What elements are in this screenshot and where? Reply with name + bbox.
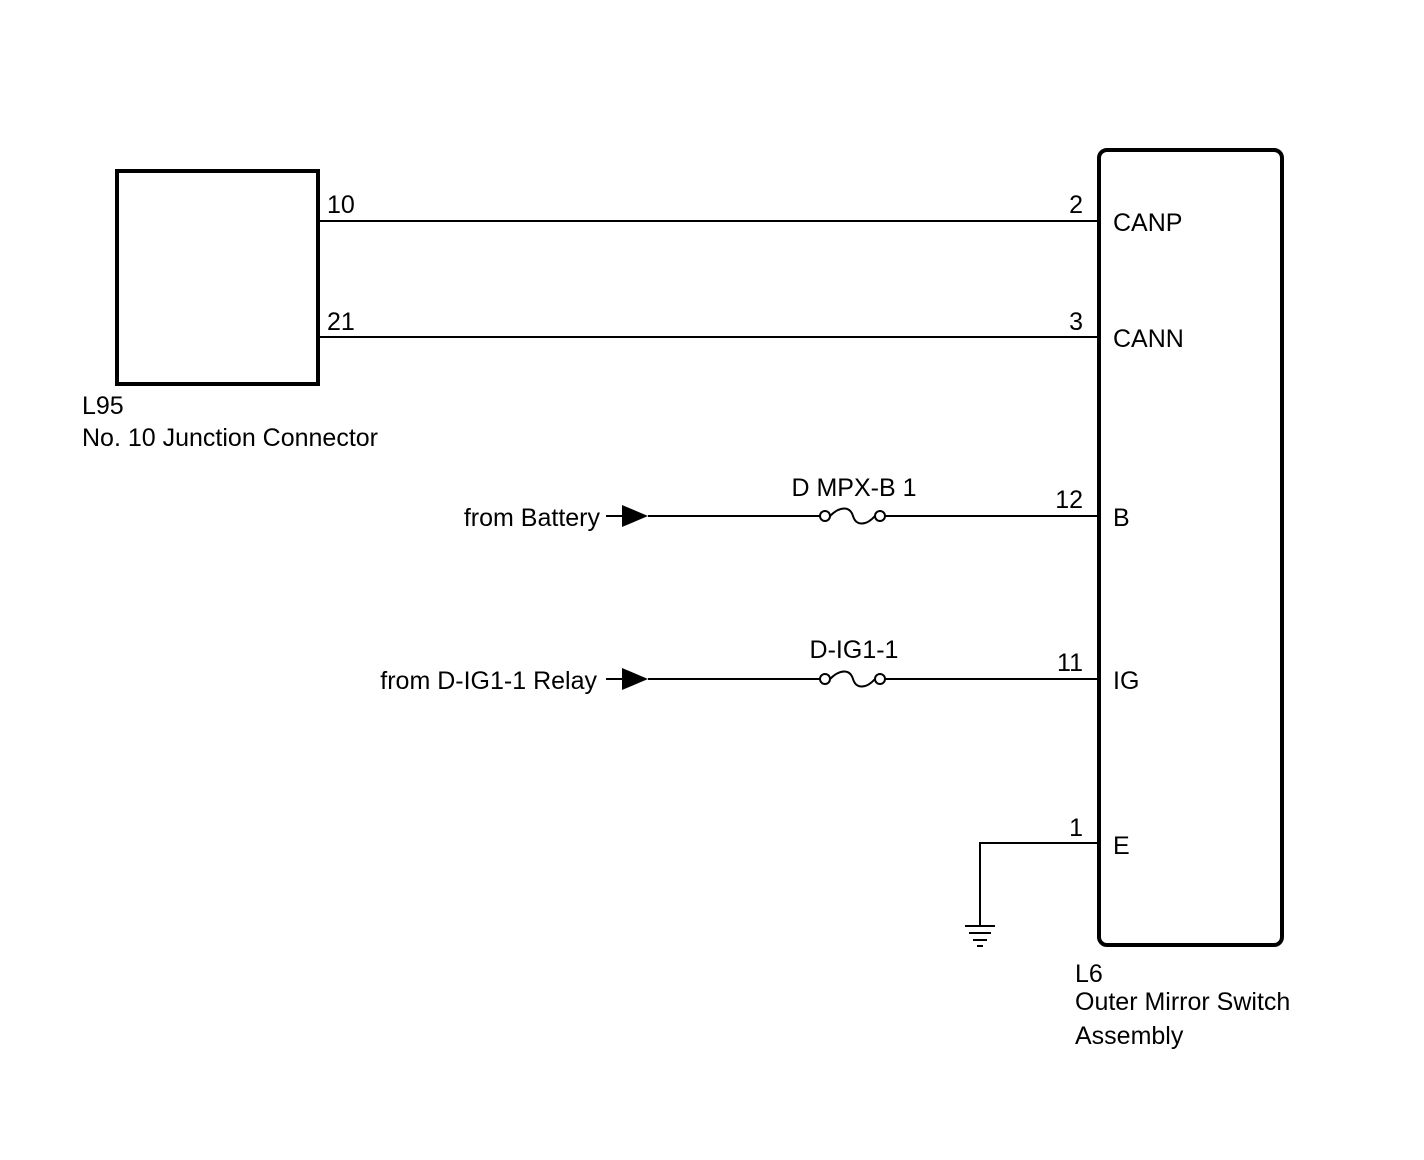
source-label-relay: from D-IG1-1 Relay: [380, 667, 597, 695]
switch-assembly-code: L6: [1075, 960, 1103, 988]
switch-pin-12: 12: [1055, 486, 1083, 514]
fuse-label-dig11: D-IG1-1: [810, 636, 899, 664]
terminal-label-b: B: [1113, 504, 1130, 532]
arrow-right-icon: [606, 505, 648, 527]
switch-pin-2: 2: [1069, 191, 1083, 219]
junction-connector-box: [115, 169, 320, 386]
junction-pin-10: 10: [327, 191, 355, 219]
ground-icon: [965, 925, 995, 947]
fuse-label-dmpxb1: D MPX-B 1: [791, 474, 916, 502]
switch-assembly-box: [1097, 148, 1284, 947]
terminal-label-cann: CANN: [1113, 325, 1184, 353]
terminal-label-e: E: [1113, 832, 1130, 860]
switch-assembly-name-line1: Outer Mirror Switch: [1075, 988, 1290, 1016]
junction-pin-21: 21: [327, 308, 355, 336]
terminal-label-ig: IG: [1113, 667, 1139, 695]
switch-pin-3: 3: [1069, 308, 1083, 336]
switch-assembly-name-line2: Assembly: [1075, 1022, 1184, 1050]
fuse-icon: [819, 507, 886, 525]
wire-ground: [979, 842, 1099, 926]
fuse-icon: [819, 670, 886, 688]
junction-connector-code: L95: [82, 392, 124, 420]
junction-connector-name: No. 10 Junction Connector: [82, 424, 378, 452]
switch-pin-1: 1: [1069, 814, 1083, 842]
switch-pin-11: 11: [1057, 649, 1083, 677]
arrow-right-icon: [606, 668, 648, 690]
source-label-battery: from Battery: [464, 504, 601, 532]
terminal-label-canp: CANP: [1113, 209, 1182, 237]
